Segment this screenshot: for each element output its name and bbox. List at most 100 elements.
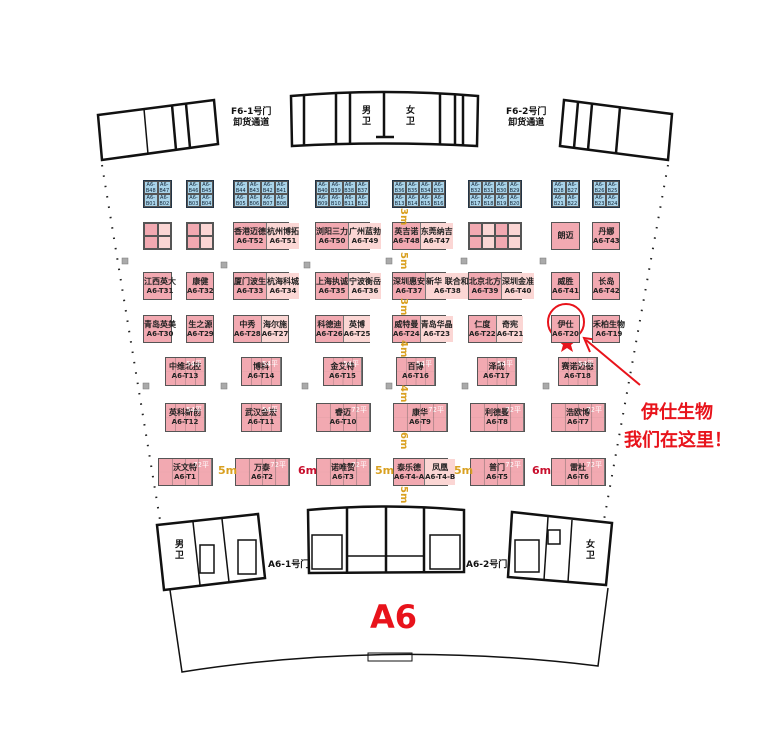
booth-cell[interactable]: A6-B29	[508, 181, 521, 194]
booth-cell[interactable]: A6-B41	[274, 181, 288, 194]
booth-cell[interactable]: A6-B24	[606, 194, 619, 207]
booth-cell[interactable]: A6-B04	[200, 194, 213, 207]
booth-cell[interactable]: A6-B43	[247, 181, 261, 194]
booth-cell[interactable]: A6-B37	[355, 181, 369, 194]
booth-cell[interactable]: A6-B01	[144, 194, 158, 207]
booth-cell[interactable]: A6-B15	[419, 194, 432, 207]
booth-cell[interactable]: A6-B14	[406, 194, 419, 207]
booth-cell[interactable]	[508, 223, 521, 236]
booth-cell[interactable]	[187, 223, 200, 236]
booth-cell[interactable]	[482, 236, 495, 249]
booth-cell[interactable]	[482, 223, 495, 236]
booth-cell[interactable]: A6-B34	[419, 181, 432, 194]
booth-cell[interactable]: A6-B08	[274, 194, 288, 207]
booth-cell[interactable]: A6-B48	[144, 181, 158, 194]
booth-cell[interactable]: A6-B30	[495, 181, 508, 194]
booth-cell[interactable]: A6-B18	[482, 194, 495, 207]
booth-cell[interactable]: A6-B16	[432, 194, 445, 207]
booth-cell[interactable]: A6-B39	[329, 181, 343, 194]
booth-cell[interactable]: A6-B42	[261, 181, 275, 194]
small-booth-group[interactable]	[186, 222, 214, 250]
booth-cell[interactable]: A6-B27	[565, 181, 579, 194]
booth-cell[interactable]: A6-B07	[261, 194, 275, 207]
booth-cell[interactable]: A6-B09	[316, 194, 330, 207]
booth-cell[interactable]: A6-B13	[393, 194, 406, 207]
booth-cell[interactable]: A6-B02	[157, 194, 171, 207]
booth-cell[interactable]	[508, 236, 521, 249]
small-booth-group[interactable]	[468, 222, 522, 250]
booth-cell[interactable]	[187, 236, 200, 249]
booth-cell[interactable]	[200, 223, 213, 236]
booth-cell[interactable]: A6-B11	[342, 194, 356, 207]
booth-朗迈[interactable]: 朗迈	[551, 222, 580, 250]
booth-cell[interactable]: A6-B20	[508, 194, 521, 207]
booth-section[interactable]: 朗迈	[552, 223, 579, 249]
booth-cell[interactable]: A6-B38	[342, 181, 356, 194]
booth-cell[interactable]: A6-B33	[432, 181, 445, 194]
booth-cell[interactable]	[495, 236, 508, 249]
booth-cell[interactable]: A6-B40	[316, 181, 330, 194]
booth-cell[interactable]: A6-B45	[200, 181, 213, 194]
